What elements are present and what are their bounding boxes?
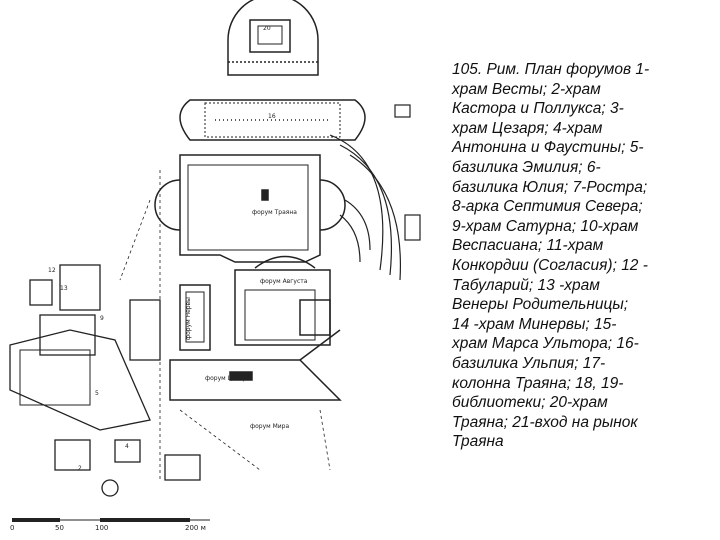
caption-line: колонна Траяна; 18, 19-: [452, 374, 624, 392]
marker-5: 5: [95, 390, 99, 397]
street-lines: [119, 170, 331, 480]
label-trajan-forum: форум Траяна: [252, 209, 297, 216]
caption-line: Кастора и Поллукса; 3-: [452, 100, 624, 118]
scale-50: 50: [55, 524, 64, 532]
label-caesar-forum: форум Цезаря: [205, 375, 251, 382]
caption-line: 8-арка Септимия Севера;: [452, 198, 643, 216]
caption-line: библиотеки; 20-храм: [452, 394, 608, 412]
caption-line: базилика Юлия; 7-Ростра;: [452, 178, 648, 196]
label-augustus-forum: форум Августа: [260, 278, 308, 285]
caption-line: храм Весты; 2-храм: [452, 80, 601, 98]
marker-2: 2: [78, 465, 82, 472]
label-nerva-forum: форум Нервы: [185, 297, 192, 340]
caption-line: базилика Эмилия; 6-: [452, 158, 601, 176]
scale-100: 100: [95, 524, 108, 532]
temple-of-trajan: [227, 0, 319, 76]
caption-line: 9-храм Сатурна; 10-храм: [452, 217, 639, 235]
caption-line: храм Цезаря; 4-храм: [452, 119, 603, 137]
caesar-forum: [169, 329, 342, 401]
caption-line: 14 -храм Минервы; 15-: [452, 315, 617, 333]
caption-line: Антонина и Фаустины; 5-: [452, 139, 644, 157]
caption-line: Табуларий; 13 -храм: [452, 276, 600, 294]
marker-4: 4: [125, 443, 129, 450]
marker-9: 9: [100, 315, 104, 322]
trajan-markets: [329, 104, 421, 281]
caption-line: базилика Ульпия; 17-: [452, 354, 606, 372]
marker-12: 12: [48, 267, 56, 274]
basilica-ulpia: [179, 99, 366, 141]
nerva-forum: [179, 284, 211, 351]
caption-line: 105. Рим. План форумов 1-: [452, 61, 650, 78]
scale-0: 0: [10, 524, 14, 532]
scale-200: 200 м: [185, 524, 206, 532]
caption-line: Траяна: [452, 433, 504, 451]
roman-forum-buildings: [9, 264, 201, 497]
caption-line: храм Марса Ультора; 16-: [452, 335, 639, 353]
scale-bar: 0 50 100 200 м: [10, 518, 210, 532]
label-peace-forum: форум Мира: [250, 423, 289, 430]
augustus-forum: [234, 255, 331, 346]
caption-line: Веспасиана; 11-храм: [452, 237, 604, 255]
marker-20: 20: [263, 25, 271, 32]
forum-plan: форум Траяна форум Августа форум Нервы ф…: [9, 0, 421, 532]
trajan-forum-area: [154, 154, 346, 263]
caption-line: Траяна; 21-вход на рынок: [452, 413, 638, 431]
marker-16: 16: [268, 113, 276, 120]
marker-13: 13: [60, 285, 68, 292]
caption-line: Венеры Родительницы;: [452, 296, 629, 314]
figure-caption: 105. Рим. План форумов 1- храм Весты; 2-…: [452, 60, 714, 452]
caption-line: Конкордии (Согласия); 12 -: [452, 256, 648, 274]
